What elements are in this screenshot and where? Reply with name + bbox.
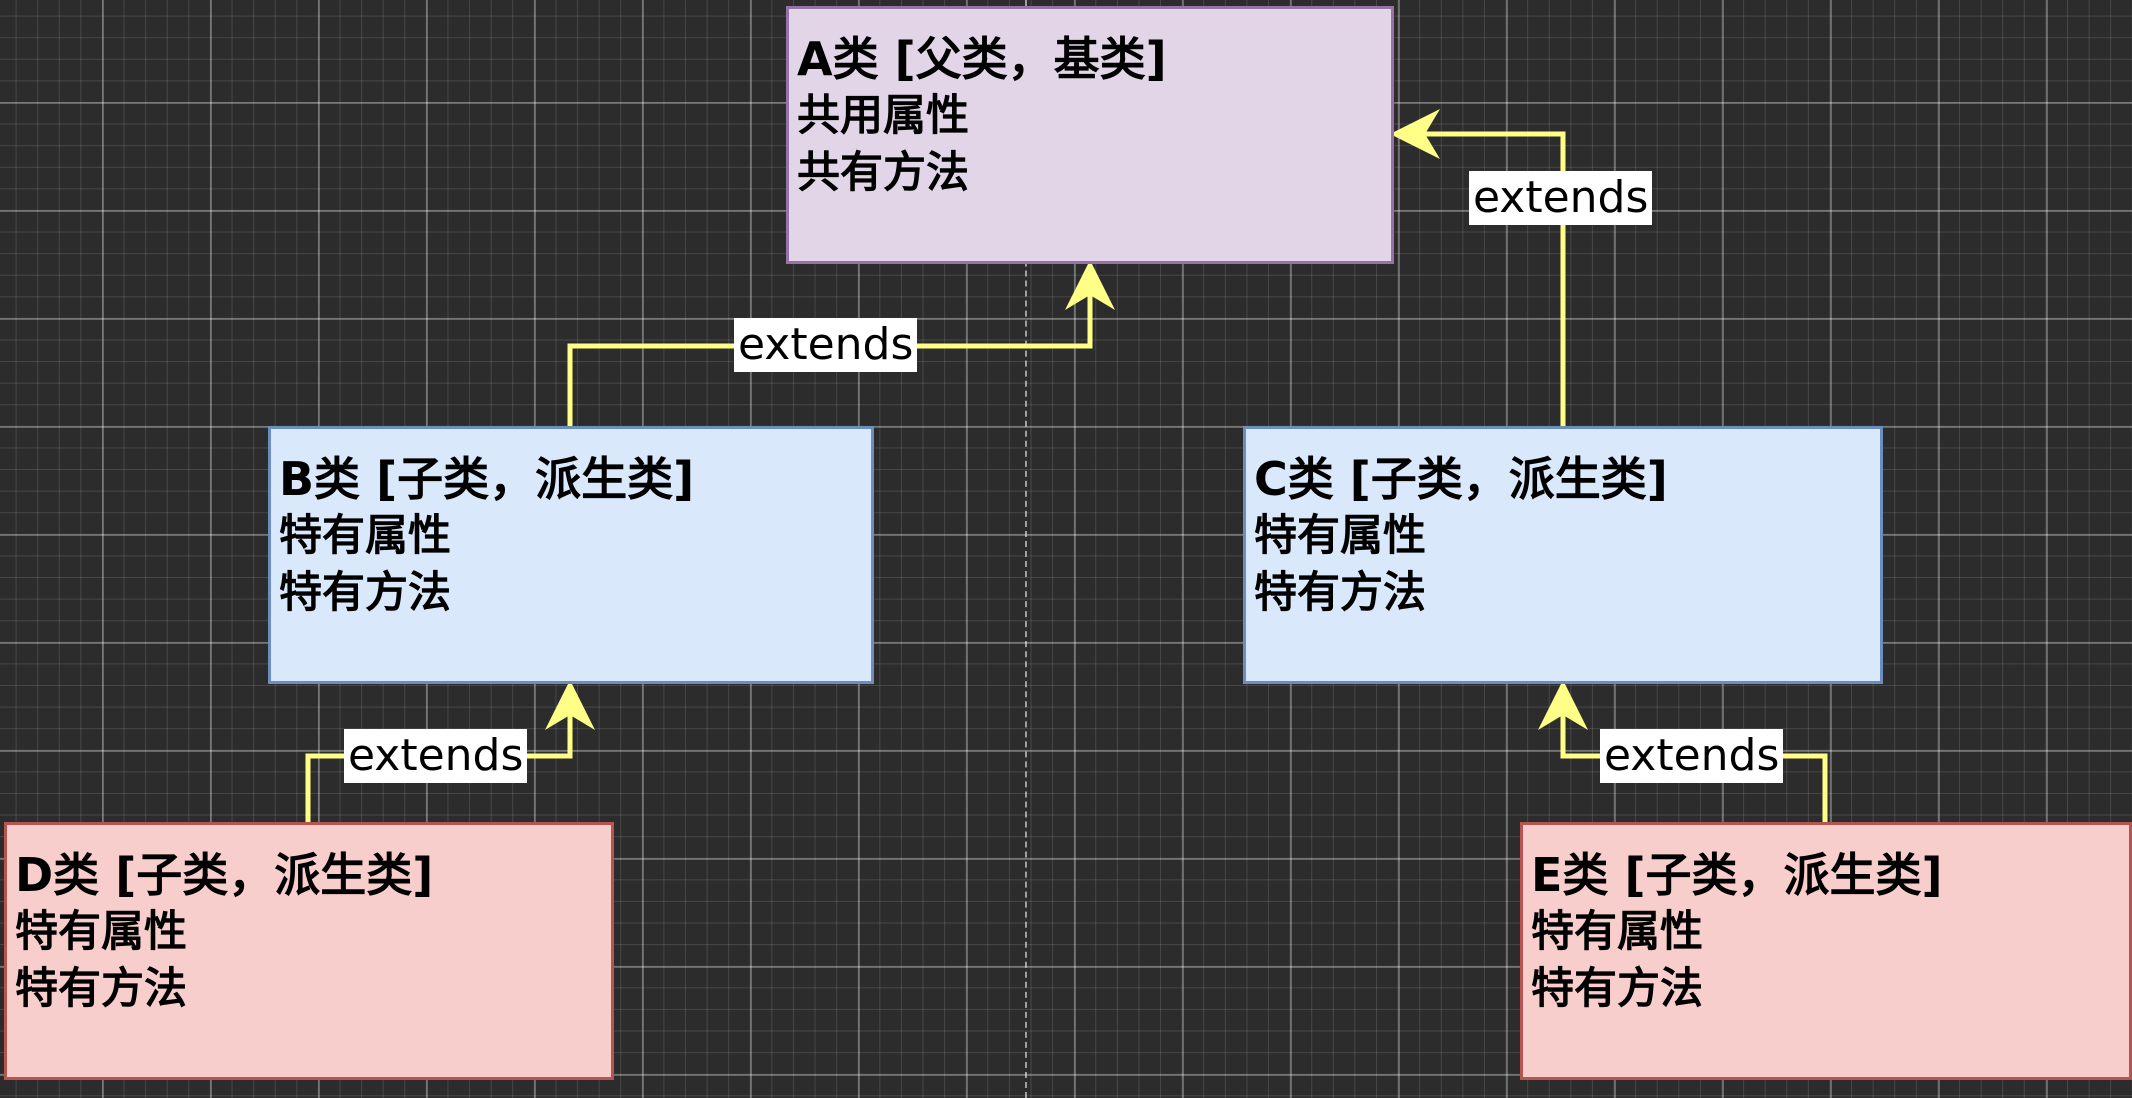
center-guide-line: [1025, 0, 1027, 1098]
class-c-title: C类 [子类，派生类]: [1254, 452, 1668, 506]
class-b-methods: 特有方法: [279, 568, 451, 618]
class-d-methods: 特有方法: [15, 964, 187, 1014]
class-e-methods: 特有方法: [1531, 964, 1703, 1014]
class-a-methods: 共有方法: [797, 148, 969, 198]
class-box-a[interactable]: A类 [父类，基类] 共用属性 共有方法: [786, 6, 1394, 264]
class-d-title: D类 [子类，派生类]: [15, 848, 434, 902]
class-c-methods: 特有方法: [1254, 568, 1426, 618]
connector-c-to-a: [1390, 109, 1566, 426]
edge-label-e-to-c[interactable]: extends: [1600, 729, 1784, 783]
class-b-title: B类 [子类，派生类]: [279, 452, 695, 506]
edge-label-c-to-a[interactable]: extends: [1469, 171, 1653, 225]
class-e-attributes: 特有属性: [1531, 907, 1703, 957]
edge-label-d-to-b[interactable]: extends: [344, 729, 528, 783]
class-e-title: E类 [子类，派生类]: [1531, 848, 1943, 902]
class-box-b[interactable]: B类 [子类，派生类] 特有属性 特有方法: [268, 426, 874, 684]
class-c-attributes: 特有属性: [1254, 511, 1426, 561]
edge-label-b-to-a[interactable]: extends: [734, 318, 918, 372]
class-d-attributes: 特有属性: [15, 907, 187, 957]
class-box-d[interactable]: D类 [子类，派生类] 特有属性 特有方法: [4, 822, 614, 1080]
class-b-attributes: 特有属性: [279, 511, 451, 561]
class-box-c[interactable]: C类 [子类，派生类] 特有属性 特有方法: [1243, 426, 1883, 684]
class-a-attributes: 共用属性: [797, 91, 969, 141]
class-box-e[interactable]: E类 [子类，派生类] 特有属性 特有方法: [1520, 822, 2132, 1080]
class-a-title: A类 [父类，基类]: [797, 32, 1167, 86]
